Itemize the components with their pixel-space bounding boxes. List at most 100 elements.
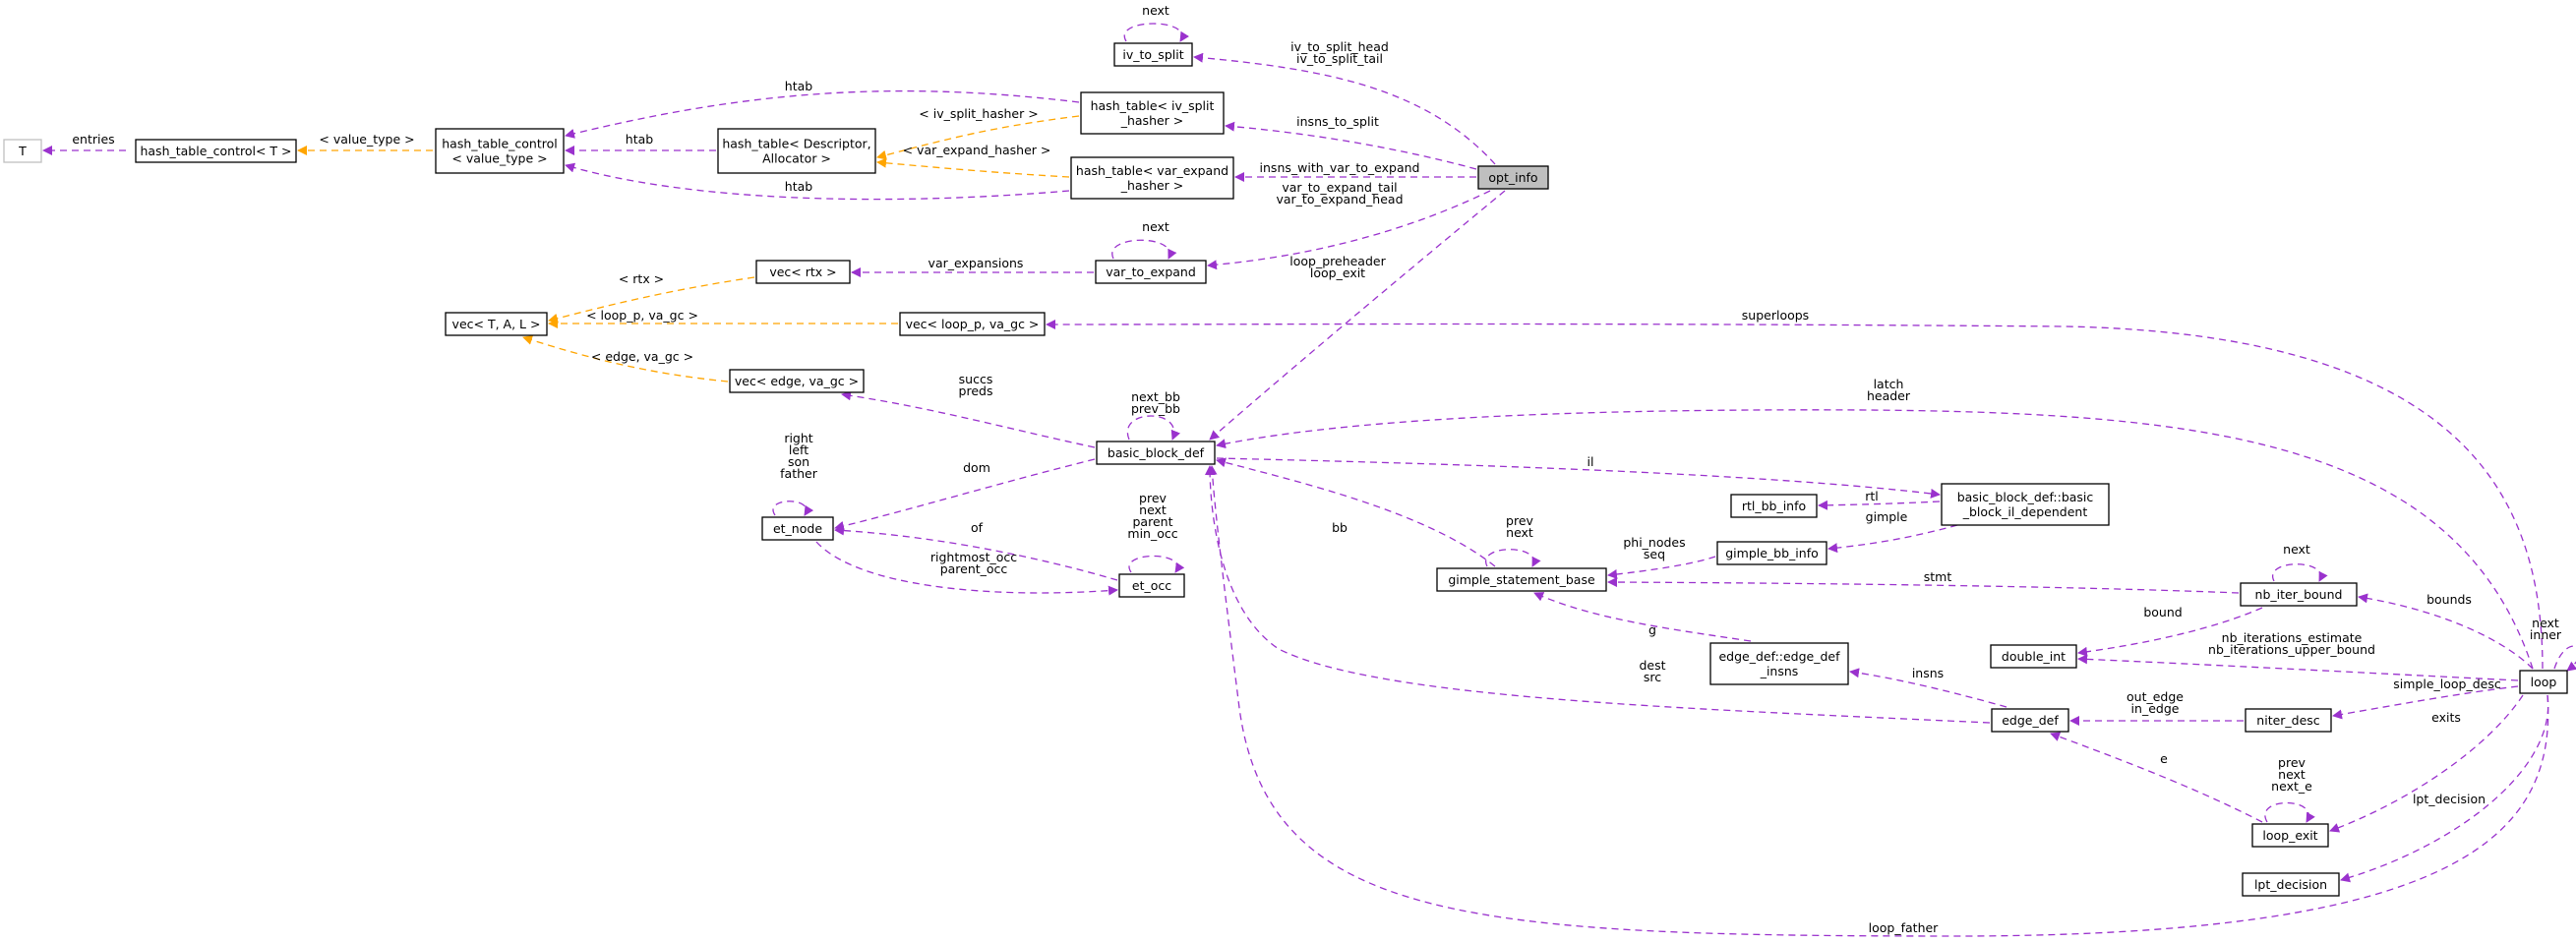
edge-loop-father: loop_father <box>1207 465 2549 937</box>
node-var-to-expand[interactable]: var_to_expand <box>1095 260 1207 284</box>
node-iv-to-split[interactable]: iv_to_split <box>1113 42 1193 67</box>
node-hash-table-descriptor[interactable]: hash_table< Descriptor,Allocator > <box>717 128 876 174</box>
node-edge-def-insns[interactable]: edge_def::edge_def_insns <box>1709 642 1849 685</box>
edge-label: insns_with_var_to_expand <box>1260 160 1420 175</box>
edge-line <box>1207 465 2549 937</box>
edge-label: latch <box>1874 377 1904 391</box>
edge-label: < var_expand_hasher > <box>903 143 1051 157</box>
edge-label: bb <box>1332 520 1348 535</box>
node-hash-table-var-expand[interactable]: hash_table< var_expand_hasher > <box>1070 156 1234 200</box>
node-box <box>2245 708 2332 733</box>
edge-line <box>1607 556 1716 579</box>
node-opt-info[interactable]: opt_info <box>1477 165 1549 190</box>
node-box <box>1991 708 2069 733</box>
node-box <box>717 128 876 174</box>
node-vec-rtx[interactable]: vec< rtx > <box>755 260 851 284</box>
edge-line <box>1484 549 1541 567</box>
edge-label: insns <box>1912 666 1944 680</box>
edge-htab-top: htab <box>565 79 1080 139</box>
edge-il: il <box>1216 454 1941 499</box>
node-hash-table-iv-split[interactable]: hash_table< iv_split_hasher > <box>1080 91 1225 135</box>
edge-label: simple_loop_desc <box>2393 677 2501 691</box>
node-lpt-decision[interactable]: lpt_decision <box>2242 872 2340 897</box>
node-label: opt_info <box>1488 170 1537 185</box>
edge-line <box>876 157 1070 178</box>
node-double-int[interactable]: double_int <box>1990 644 2077 669</box>
node-box <box>1716 541 1827 565</box>
edge-label: right <box>784 431 812 445</box>
edge-label: bound <box>2143 605 2182 619</box>
edge-label: parent <box>1133 514 1173 529</box>
node-vec-loop-p[interactable]: vec< loop_p, va_gc > <box>899 312 1046 336</box>
edge-label: nb_iterations_upper_bound <box>2208 642 2375 657</box>
edge-label: header <box>1867 388 1911 403</box>
node-bb-il-dependent[interactable]: basic_block_def::basic_block_il_dependen… <box>1941 483 2110 526</box>
edge-line <box>841 390 1096 448</box>
node-vec-T-A-L[interactable]: vec< T, A, L > <box>445 312 548 336</box>
edge-line <box>2077 654 2519 681</box>
node-box <box>1096 441 1216 465</box>
edge-entries: entries <box>42 132 126 155</box>
node-gimple-bb-info[interactable]: gimple_bb_info <box>1716 541 1827 565</box>
edge-label: dest <box>1639 658 1665 673</box>
edge-line <box>2332 685 2519 720</box>
node-hash-table-control-value-type[interactable]: hash_table_control< value_type > <box>435 128 565 174</box>
node-et-occ[interactable]: et_occ <box>1118 573 1185 598</box>
node-vec-edge[interactable]: vec< edge, va_gc > <box>729 369 865 393</box>
node-box <box>1990 644 2077 669</box>
edge-nb-iter-self: next <box>2271 542 2328 582</box>
node-label: edge_def <box>2002 713 2059 728</box>
edge-insns: insns <box>1849 666 2007 708</box>
node-label: iv_to_split <box>1122 47 1183 62</box>
node-box <box>899 312 1046 336</box>
edge-label: var_to_expand_tail <box>1282 180 1397 195</box>
edge-edge-va-gc: < edge, va_gc > <box>522 335 729 383</box>
node-basic-block-def[interactable]: basic_block_def <box>1096 441 1216 465</box>
edge-line <box>2329 694 2524 833</box>
edge-label: il <box>1588 454 1594 469</box>
edge-line <box>1046 319 2544 670</box>
node-edge-def[interactable]: edge_def <box>1991 708 2069 733</box>
node-rtl-bb-info[interactable]: rtl_bb_info <box>1730 494 1818 518</box>
node-et-node[interactable]: et_node <box>761 516 834 541</box>
edge-bb: bb <box>1216 457 1496 567</box>
edge-nb-iterations: nb_iterations_estimatenb_iterations_uppe… <box>2077 630 2519 681</box>
node-hash-table-control-T[interactable]: hash_table_control< T > <box>135 139 297 163</box>
edge-label: entries <box>72 132 114 147</box>
edge-var-expand-hasher: < var_expand_hasher > <box>876 143 1070 178</box>
edge-insns-with-var-to-expand: insns_with_var_to_expand <box>1234 160 1476 182</box>
edge-line <box>2050 732 2263 823</box>
edge-simple-loop-desc: simple_loop_desc <box>2332 677 2519 720</box>
edge-bounds: bounds <box>2358 592 2534 670</box>
edge-line <box>1205 465 1991 724</box>
node-loop[interactable]: loop <box>2519 670 2568 694</box>
edge-label: min_occ <box>1127 526 1177 541</box>
node-label: hash_table< Descriptor, <box>722 137 870 151</box>
node-box <box>2251 823 2329 848</box>
node-niter-desc[interactable]: niter_desc <box>2245 708 2332 733</box>
edge-bound: bound <box>2077 605 2263 657</box>
edge-line <box>1216 457 1941 499</box>
edge-label: of <box>971 520 984 535</box>
node-gimple-statement-base[interactable]: gimple_statement_base <box>1436 567 1607 592</box>
node-label: et_occ <box>1132 578 1171 593</box>
node-loop-exit[interactable]: loop_exit <box>2251 823 2329 848</box>
edge-label: next <box>2532 616 2559 630</box>
node-nb-iter-bound[interactable]: nb_iter_bound <box>2240 582 2358 607</box>
edge-label: inner <box>2530 627 2562 642</box>
edge-label: < rtx > <box>619 271 664 286</box>
edge-line <box>1126 415 1181 441</box>
node-box <box>1118 573 1185 598</box>
edge-label: succs <box>959 372 993 386</box>
node-T[interactable]: T <box>3 139 42 163</box>
edge-insns-to-split: insns_to_split <box>1225 114 1477 170</box>
node-box <box>2242 872 2340 897</box>
edge-line <box>1123 23 1189 42</box>
node-label: _insns <box>1760 664 1799 678</box>
